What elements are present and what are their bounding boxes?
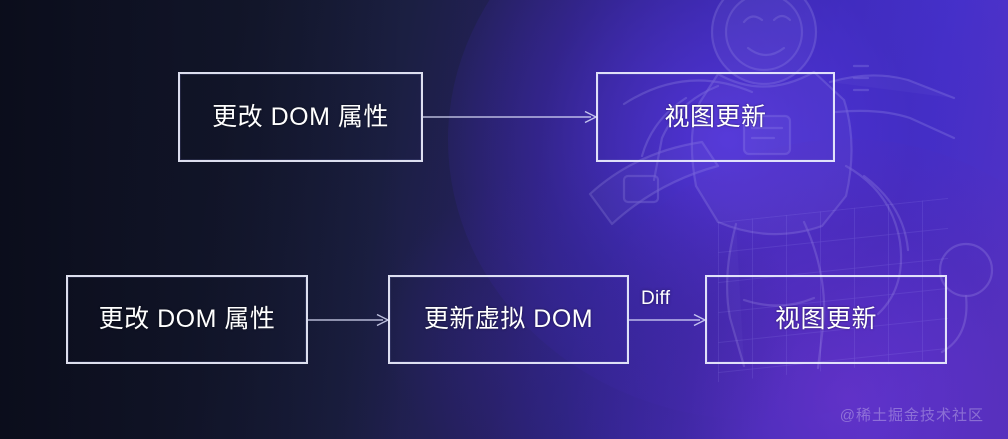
node-label: 视图更新 bbox=[664, 102, 767, 131]
node-change-dom-attribute-virtual[interactable]: 更改 DOM 属性 bbox=[66, 275, 308, 364]
node-label: 更新虚拟 DOM bbox=[423, 305, 594, 333]
arrow-diff-to-view bbox=[629, 313, 707, 327]
node-update-virtual-dom[interactable]: 更新虚拟 DOM bbox=[388, 275, 629, 364]
node-view-update-virtual[interactable]: 视图更新 bbox=[705, 275, 947, 364]
arrow-change-to-virtual-dom bbox=[308, 313, 390, 327]
node-view-update-direct[interactable]: 视图更新 bbox=[596, 72, 835, 162]
node-label: 更改 DOM 属性 bbox=[212, 102, 389, 131]
node-change-dom-attribute-direct[interactable]: 更改 DOM 属性 bbox=[178, 72, 423, 162]
node-label: 更改 DOM 属性 bbox=[98, 305, 276, 333]
edge-label-diff: Diff bbox=[641, 288, 671, 309]
node-label: 视图更新 bbox=[774, 305, 877, 333]
watermark: @稀土掘金技术社区 bbox=[839, 407, 984, 424]
arrow-direct-to-view bbox=[423, 110, 598, 124]
